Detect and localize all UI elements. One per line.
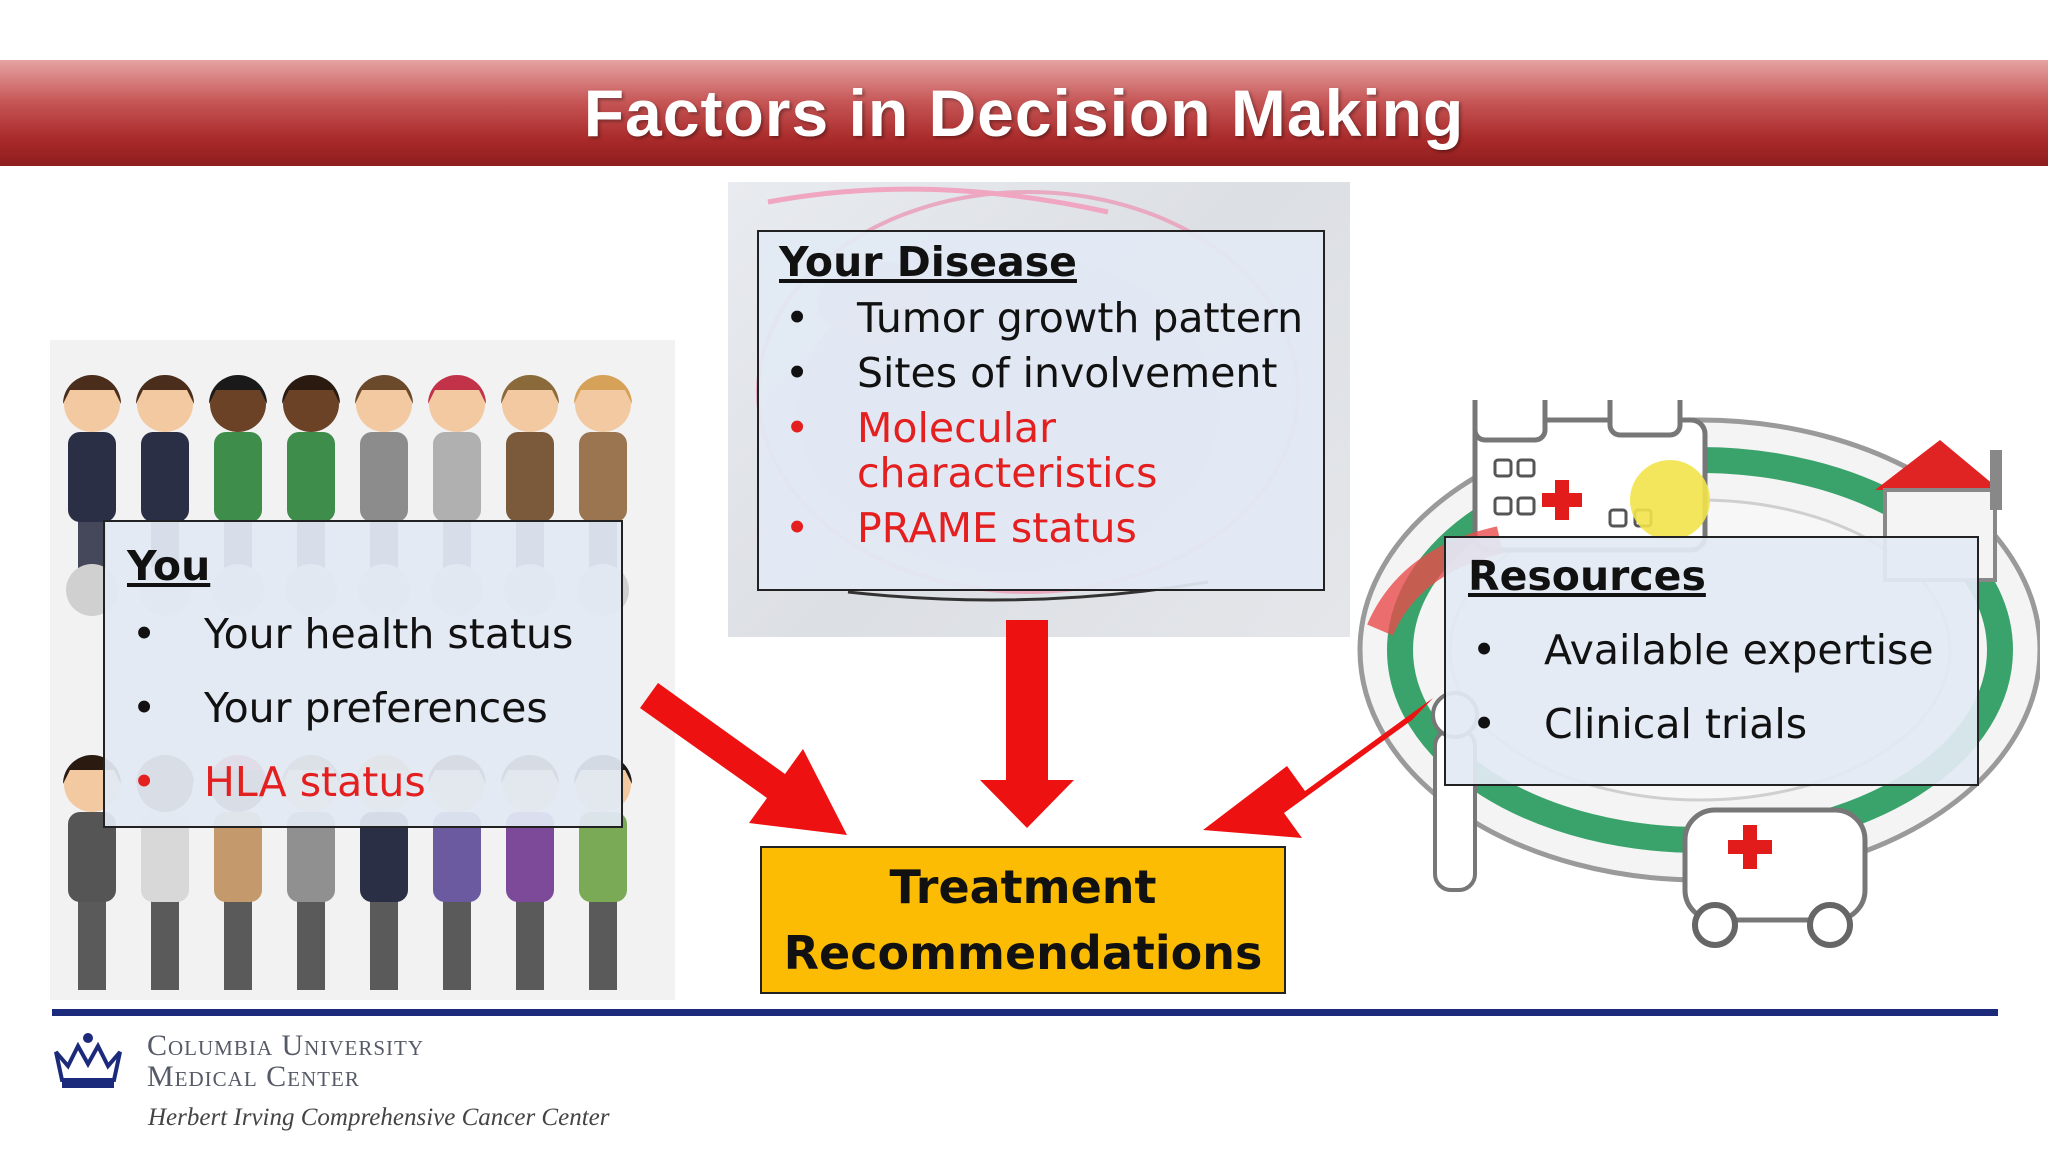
- outcome-line-1: Treatment: [889, 860, 1157, 914]
- bullet-icon: •: [785, 349, 810, 397]
- list-item-label: Molecular characteristics: [857, 404, 1158, 497]
- person-icon: [63, 755, 121, 990]
- disease-heading: Your Disease: [779, 238, 1077, 286]
- treatment-recommendations-box: Treatment Recommendations: [760, 846, 1286, 994]
- list-item-label: Available expertise: [1544, 626, 1934, 674]
- list-item: • Tumor growth pattern: [785, 294, 1317, 342]
- list-item-label: Your health status: [204, 610, 574, 658]
- list-item-label: Sites of involvement: [857, 349, 1278, 397]
- bullet-icon: •: [132, 684, 157, 732]
- outcome-line-2: Recommendations: [783, 926, 1263, 980]
- list-item: • Your health status: [132, 610, 574, 658]
- org-name-line-2: Medical Center: [147, 1060, 360, 1093]
- bullet-icon: •: [132, 758, 157, 806]
- down-arrow-icon: [980, 620, 1074, 828]
- list-item: • PRAME status: [785, 504, 1317, 552]
- list-item: • Available expertise: [1472, 626, 1934, 674]
- list-item-label: Your preferences: [204, 684, 548, 732]
- page-title: Factors in Decision Making: [583, 76, 1465, 150]
- crown-icon: [54, 1033, 122, 1088]
- bullet-icon: •: [1472, 626, 1497, 674]
- you-list: • Your health status • Your preferences • H…: [132, 610, 574, 832]
- bullet-icon: •: [1472, 700, 1497, 748]
- list-item: • Molecular characteristics: [785, 404, 1317, 497]
- resources-box: Resources • Available expertise • Clinical…: [1444, 536, 1979, 786]
- bullet-icon: •: [785, 404, 810, 452]
- title-bar: Factors in Decision Making: [0, 60, 2048, 166]
- disease-box: Your Disease • Tumor growth pattern • Site…: [757, 230, 1325, 591]
- list-item: • Sites of involvement: [785, 349, 1317, 397]
- list-item-label: Tumor growth pattern: [857, 294, 1304, 342]
- list-item: • HLA status: [132, 758, 573, 806]
- you-heading: You: [127, 542, 211, 590]
- bullet-icon: •: [132, 610, 157, 658]
- bullet-icon: •: [785, 504, 810, 552]
- list-item: • Clinical trials: [1472, 700, 1934, 748]
- disease-list: • Tumor growth pattern • Sites of involvem…: [785, 294, 1317, 561]
- footer-divider: [52, 1009, 1998, 1016]
- list-item-label: HLA status: [204, 758, 426, 806]
- person-icon: [63, 375, 121, 610]
- list-item-label: PRAME status: [857, 504, 1137, 552]
- org-subtitle: Herbert Irving Comprehensive Cancer Cent…: [148, 1104, 610, 1131]
- you-box: You • Your health status • Your preference…: [103, 520, 623, 828]
- list-item: • Your preferences: [132, 684, 573, 732]
- resources-list: • Available expertise • Clinical trials: [1472, 626, 1934, 774]
- bullet-icon: •: [785, 294, 810, 342]
- org-name-line-1: Columbia University: [147, 1029, 424, 1062]
- list-item-label: Clinical trials: [1544, 700, 1808, 748]
- resources-heading: Resources: [1468, 552, 1706, 600]
